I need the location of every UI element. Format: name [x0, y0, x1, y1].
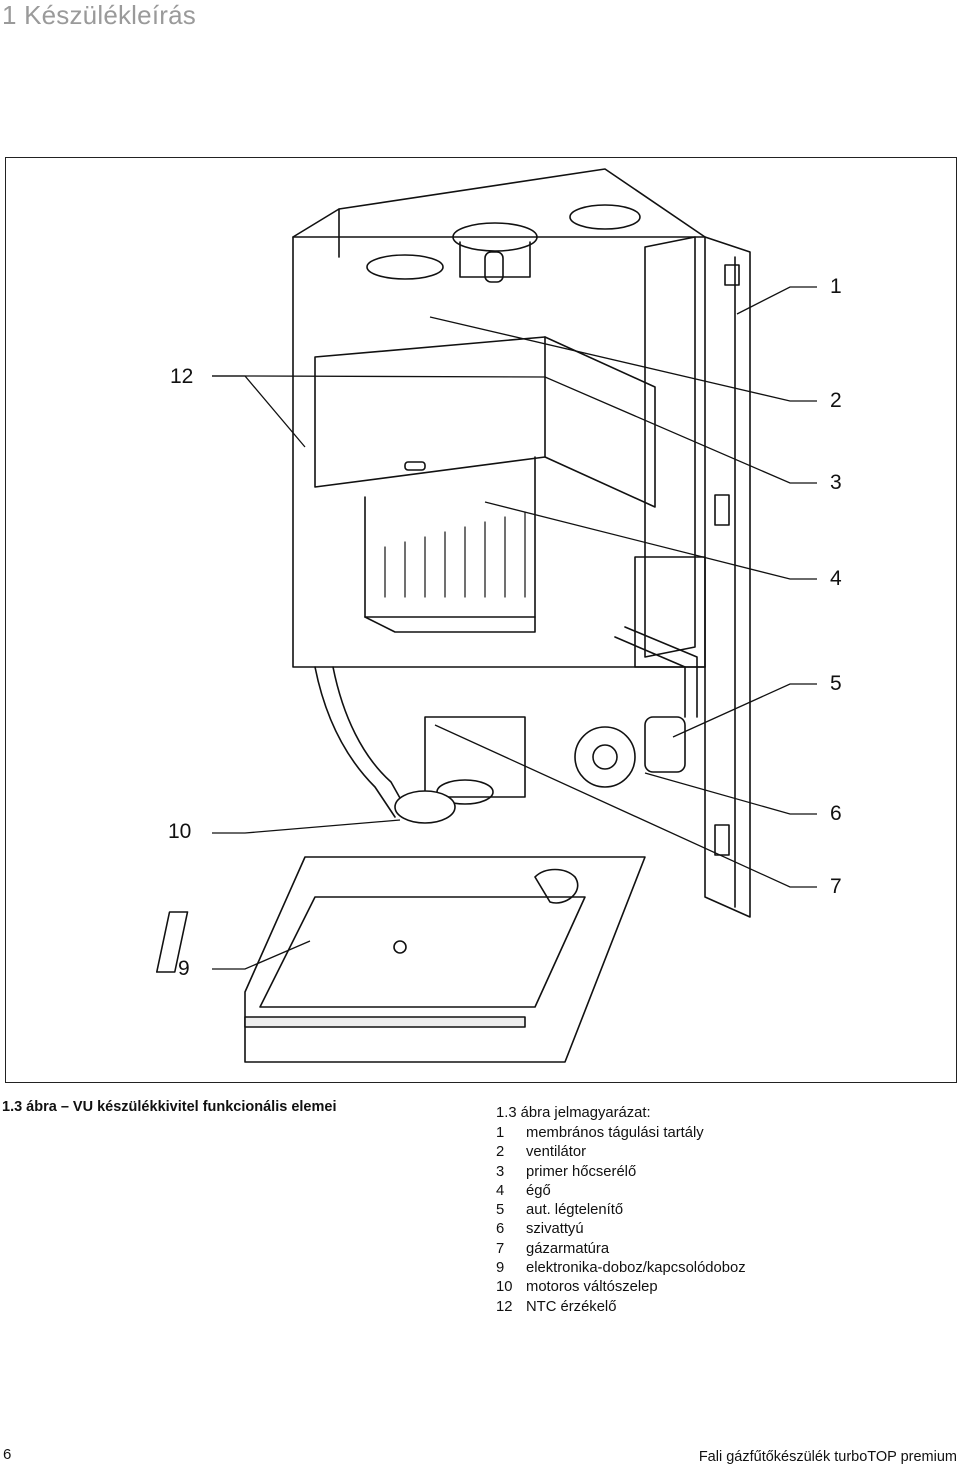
callout-2: 2: [830, 389, 842, 412]
burner: [364, 456, 536, 618]
leader-12a: [212, 375, 306, 448]
callout-9: 9: [178, 957, 190, 980]
boiler-technical-drawing: [155, 168, 817, 1063]
legend-item-number: 2: [496, 1144, 505, 1161]
leader-4: [484, 501, 817, 580]
leader-6: [644, 772, 817, 815]
legend-item: 5 aut. légtelenítő: [496, 1201, 746, 1220]
leader-3: [544, 376, 817, 484]
callout-1: 1: [830, 275, 842, 298]
legend-item-label: primer hőcserélő: [526, 1163, 637, 1180]
cabinet-top: [292, 168, 706, 238]
fan-housing: [459, 241, 531, 278]
callout-6: 6: [830, 802, 842, 825]
legend-item-number: 10: [496, 1279, 513, 1296]
callout-4: 4: [830, 567, 842, 590]
pipe-left: [314, 666, 406, 818]
leader-7: [434, 724, 817, 888]
legend-item-number: 1: [496, 1125, 505, 1141]
legend-item: 10 motoros váltószelep: [496, 1278, 746, 1297]
legend-item: 9 elektronika-doboz/kapcsolódoboz: [496, 1259, 746, 1278]
legend-item-label: ventilátor: [526, 1144, 587, 1161]
figure-legend: 1.3 ábra jelmagyarázat: 1 membrános tágul…: [496, 1104, 746, 1317]
legend-item-label: motoros váltószelep: [526, 1279, 658, 1296]
legend-item-number: 3: [496, 1163, 505, 1180]
legend-item-label: gázarmatúra: [526, 1240, 610, 1257]
callout-5: 5: [830, 672, 842, 695]
legend-item-number: 5: [496, 1202, 505, 1219]
legend-item-number: 9: [496, 1260, 505, 1277]
legend-item-label: szivattyú: [526, 1221, 584, 1238]
legend-item-number: 7: [496, 1240, 505, 1257]
diverter-valve: [394, 790, 456, 824]
callout-7: 7: [830, 875, 842, 898]
legend-item: 3 primer hőcserélő: [496, 1163, 746, 1182]
leader-9: [212, 940, 311, 970]
figure-caption: 1.3 ábra – VU készülékkivitel funkcionál…: [2, 1099, 337, 1115]
page-number: 6: [3, 1446, 12, 1463]
legend-item: 1 membrános tágulási tartály: [496, 1124, 746, 1143]
chapter-title: 1 Készülékleírás: [2, 0, 196, 30]
legend-item-label: aut. légtelenítő: [526, 1202, 624, 1219]
leader-12b: [212, 375, 546, 378]
pump: [574, 726, 636, 788]
legend-item: 7 gázarmatúra: [496, 1240, 746, 1259]
electronics-box: [244, 856, 646, 1063]
legend-item: 12 NTC érzékelő: [496, 1298, 746, 1317]
callout-12: 12: [170, 365, 194, 388]
leader-5: [672, 683, 817, 738]
legend-item: 6 szivattyú: [496, 1220, 746, 1239]
callout-10: 10: [168, 820, 192, 843]
legend-title: 1.3 ábra jelmagyarázat:: [496, 1105, 651, 1121]
expansion-vessel-panel: [644, 236, 696, 658]
pipe-right: [614, 626, 698, 718]
leader-1: [736, 286, 817, 315]
leader-10: [212, 819, 401, 834]
legend-item: 2 ventilátor: [496, 1143, 746, 1162]
legend-item-number: 4: [496, 1182, 505, 1199]
legend-item-number: 12: [496, 1298, 513, 1315]
leader-2: [429, 316, 817, 402]
legend-item-label: égő: [526, 1182, 551, 1199]
footer-title: Fali gázfűtőkészülék turboTOP premium: [698, 1449, 957, 1465]
legend-item: 4 égő: [496, 1182, 746, 1201]
legend-item-number: 6: [496, 1221, 505, 1238]
legend-item-label: membrános tágulási tartály: [526, 1125, 704, 1141]
callout-3: 3: [830, 471, 842, 494]
air-vent: [644, 716, 686, 773]
gas-valve: [424, 716, 526, 798]
legend-item-label: elektronika-doboz/kapcsolódoboz: [526, 1260, 746, 1277]
legend-item-label: NTC érzékelő: [526, 1298, 617, 1315]
cabinet-right-side: [704, 236, 751, 918]
figure-frame: [5, 157, 957, 1083]
